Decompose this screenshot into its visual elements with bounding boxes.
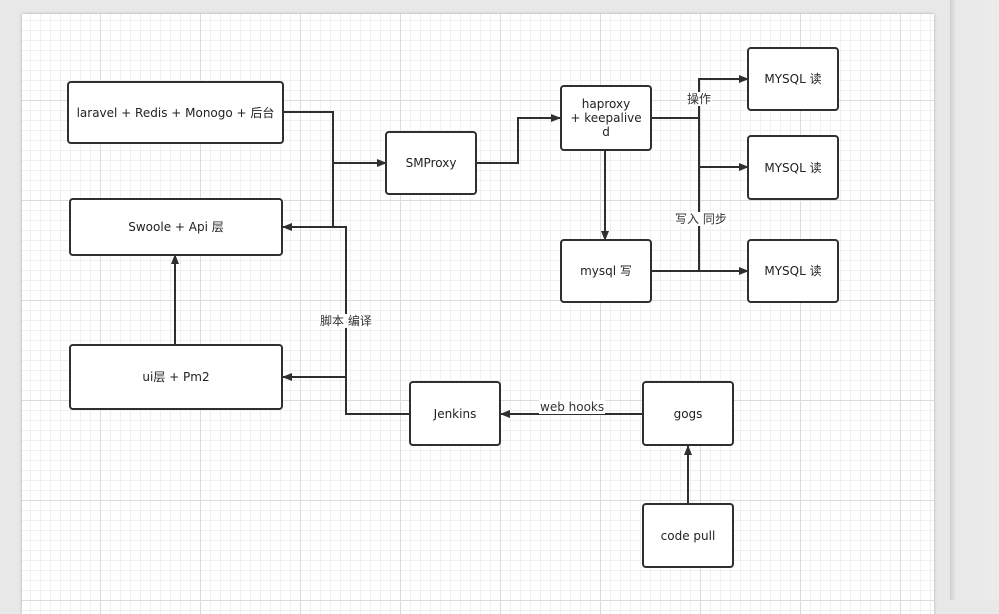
scrollbar-area	[950, 0, 999, 600]
node-smproxy-label: SMProxy	[405, 156, 457, 170]
node-code-pull-label: code pull	[660, 528, 716, 543]
node-laravel-label: laravel + Redis + Monogo + 后台	[76, 105, 275, 120]
node-mysql-read-2[interactable]: MYSQL 读	[747, 135, 839, 200]
edge-laravel-to-smproxy	[283, 111, 387, 167]
node-ui[interactable]: ui层 + Pm2	[69, 344, 283, 410]
node-mysql-write-label: mysql 写	[580, 264, 632, 278]
node-haproxy[interactable]: haproxy + keepalive d	[560, 85, 652, 151]
edge-label-operate: 操作	[686, 92, 713, 106]
node-swoole[interactable]: Swoole + Api 层	[69, 198, 283, 256]
edge-smproxy-to-haproxy	[476, 114, 561, 164]
edge-label-web-hooks: web hooks	[539, 400, 606, 414]
node-ui-label: ui层 + Pm2	[142, 370, 210, 384]
node-gogs[interactable]: gogs	[642, 381, 734, 446]
node-gogs-label: gogs	[673, 406, 703, 421]
edge-label-script-compile: 脚本 编译	[319, 314, 373, 328]
node-code-pull[interactable]: code pull	[642, 503, 734, 568]
node-mysql-read-1-label: MYSQL 读	[764, 72, 822, 86]
node-mysql-read-2-label: MYSQL 读	[764, 160, 822, 175]
node-haproxy-label: haproxy + keepalive d	[570, 97, 642, 139]
edge-label-write-sync: 写入 同步	[674, 212, 728, 226]
node-swoole-label: Swoole + Api 层	[128, 220, 224, 234]
node-laravel[interactable]: laravel + Redis + Monogo + 后台	[67, 81, 284, 144]
node-smproxy[interactable]: SMProxy	[385, 131, 477, 195]
node-jenkins[interactable]: Jenkins	[409, 381, 501, 446]
node-mysql-write[interactable]: mysql 写	[560, 239, 652, 303]
node-mysql-read-1[interactable]: MYSQL 读	[747, 47, 839, 111]
node-mysql-read-3[interactable]: MYSQL 读	[747, 239, 839, 303]
node-jenkins-label: Jenkins	[433, 406, 477, 421]
node-mysql-read-3-label: MYSQL 读	[764, 264, 822, 278]
